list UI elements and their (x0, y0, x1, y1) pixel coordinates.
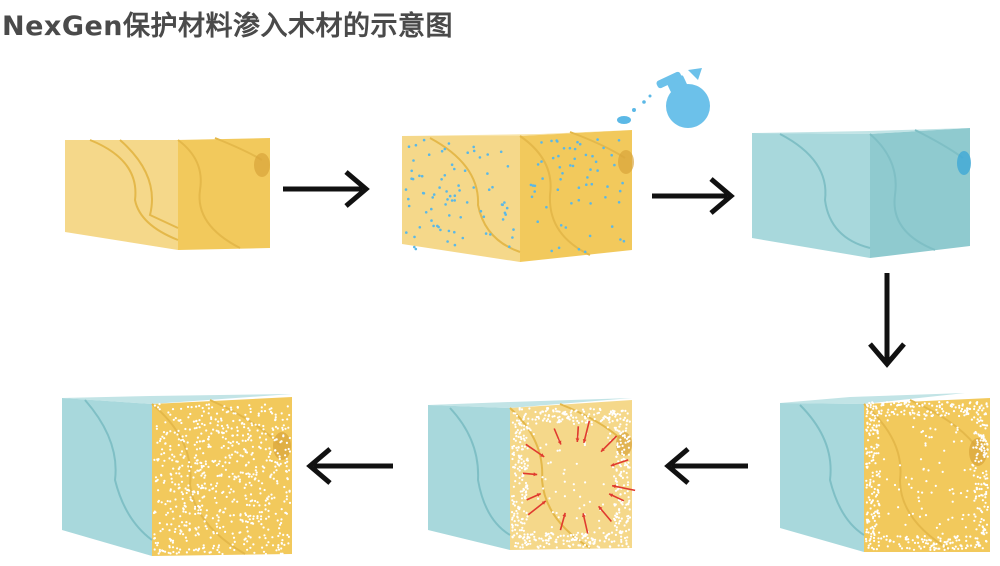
arrow-left-icon (306, 447, 393, 485)
block-5-top (428, 398, 632, 408)
block-1-side (178, 138, 270, 250)
spray-bottle-icon (617, 68, 710, 128)
inward-penetration-arrows (522, 420, 636, 534)
arrow-right-icon (652, 177, 735, 215)
step-3-coated-block (752, 128, 971, 258)
diagram-title: NexGen保护材料渗入木材的示意图 (2, 11, 454, 42)
arrow-down-icon (868, 273, 906, 368)
block-5-side-blue (428, 405, 510, 550)
block-3-front (752, 133, 870, 258)
step-4-cut-block (780, 393, 990, 552)
arrow-right-icon (283, 170, 370, 208)
block-4-side-blue (780, 403, 864, 552)
block-4-top (780, 393, 965, 404)
block-6-top (62, 394, 292, 404)
block-4-face-wood (864, 398, 990, 552)
step-1-untreated-block (65, 137, 270, 250)
block-2-top (402, 130, 632, 136)
step-2-spray-block (402, 130, 634, 262)
block-6-dense-dots (152, 403, 292, 556)
step-6-penetrated-block (62, 394, 292, 556)
block-6-side-blue (62, 398, 152, 556)
arrow-left-icon (664, 447, 748, 485)
block-3-top (752, 128, 970, 134)
block-3-side (870, 128, 970, 258)
block-4-edge-dots (864, 401, 990, 552)
block-5-face-wood (510, 400, 632, 550)
step-5-penetration-block (428, 398, 636, 550)
block-2-front (402, 136, 520, 262)
block-2-side (520, 130, 632, 262)
spray-droplets (404, 138, 626, 254)
block-5-edge-dots (510, 407, 632, 549)
block-1-front (65, 140, 178, 250)
